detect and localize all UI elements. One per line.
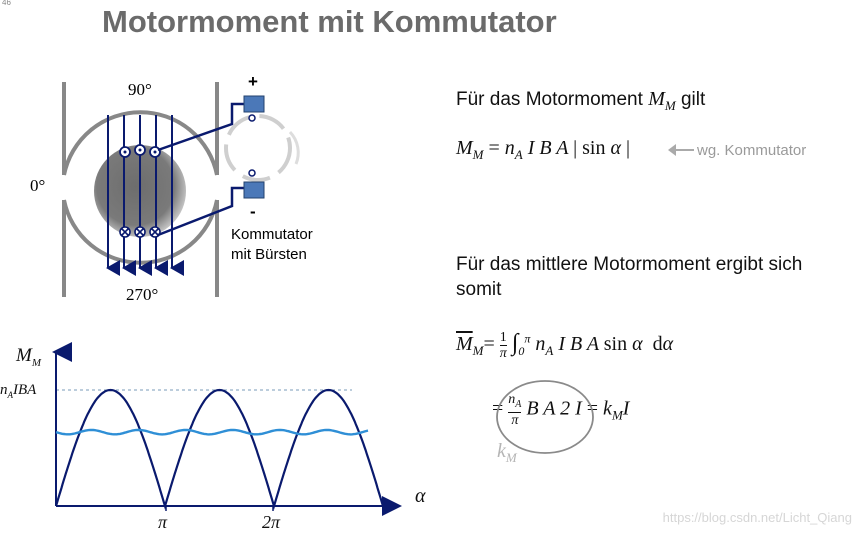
x-tick-2pi: 2π bbox=[262, 512, 281, 532]
km-label: kM bbox=[497, 440, 517, 465]
watermark: https://blog.csdn.net/Licht_Qiang bbox=[662, 510, 852, 525]
torque-graph bbox=[52, 342, 402, 516]
angle-0-label: 0° bbox=[30, 176, 46, 195]
slide-title: Motormoment mit Kommutator bbox=[102, 4, 557, 39]
torque-intro-text: Für das Motormoment bbox=[456, 89, 643, 110]
graph-y-label: MM bbox=[16, 345, 41, 369]
angle-270-label: 270° bbox=[126, 285, 159, 304]
graph-y-tick-label: nAIBA bbox=[0, 382, 37, 400]
plus-terminal-label: + bbox=[248, 72, 258, 91]
torque-formula: MM = nA I B A | sin α | bbox=[456, 137, 630, 162]
torque-curve bbox=[54, 388, 385, 510]
torque-intro-suffix: gilt bbox=[680, 89, 706, 110]
conductor-dots bbox=[119, 144, 161, 158]
torque-intro: Für das Motormoment MM gilt bbox=[456, 88, 705, 114]
commutator-label-2: mit Bürsten bbox=[231, 246, 307, 263]
commutator-note: wg. Kommutator bbox=[697, 142, 807, 159]
mean-torque-text-1: Für das mittlere Motormoment ergibt sich bbox=[456, 254, 803, 275]
conductor-crosses bbox=[119, 226, 161, 238]
arrow-left-icon bbox=[668, 144, 694, 156]
angle-90-label: 90° bbox=[128, 80, 152, 99]
brush-minus bbox=[243, 181, 265, 199]
mean-torque-line bbox=[55, 428, 369, 436]
km-highlight-ellipse bbox=[496, 380, 594, 454]
coil-leads bbox=[157, 102, 248, 237]
field-lines bbox=[106, 115, 184, 276]
mean-torque-text-2: somit bbox=[456, 279, 502, 300]
slide-number: 46 bbox=[2, 0, 11, 7]
torque-symbol: M bbox=[648, 88, 665, 110]
commutator-label-1: Kommutator bbox=[231, 226, 313, 243]
torque-symbol-sub: M bbox=[664, 98, 676, 113]
commutator-ring bbox=[224, 114, 300, 182]
x-axis-label: α bbox=[415, 485, 426, 507]
x-tick-pi: π bbox=[158, 512, 168, 532]
motor-diagram bbox=[62, 82, 300, 297]
minus-terminal-label: - bbox=[250, 202, 256, 221]
brush-plus bbox=[243, 95, 265, 113]
